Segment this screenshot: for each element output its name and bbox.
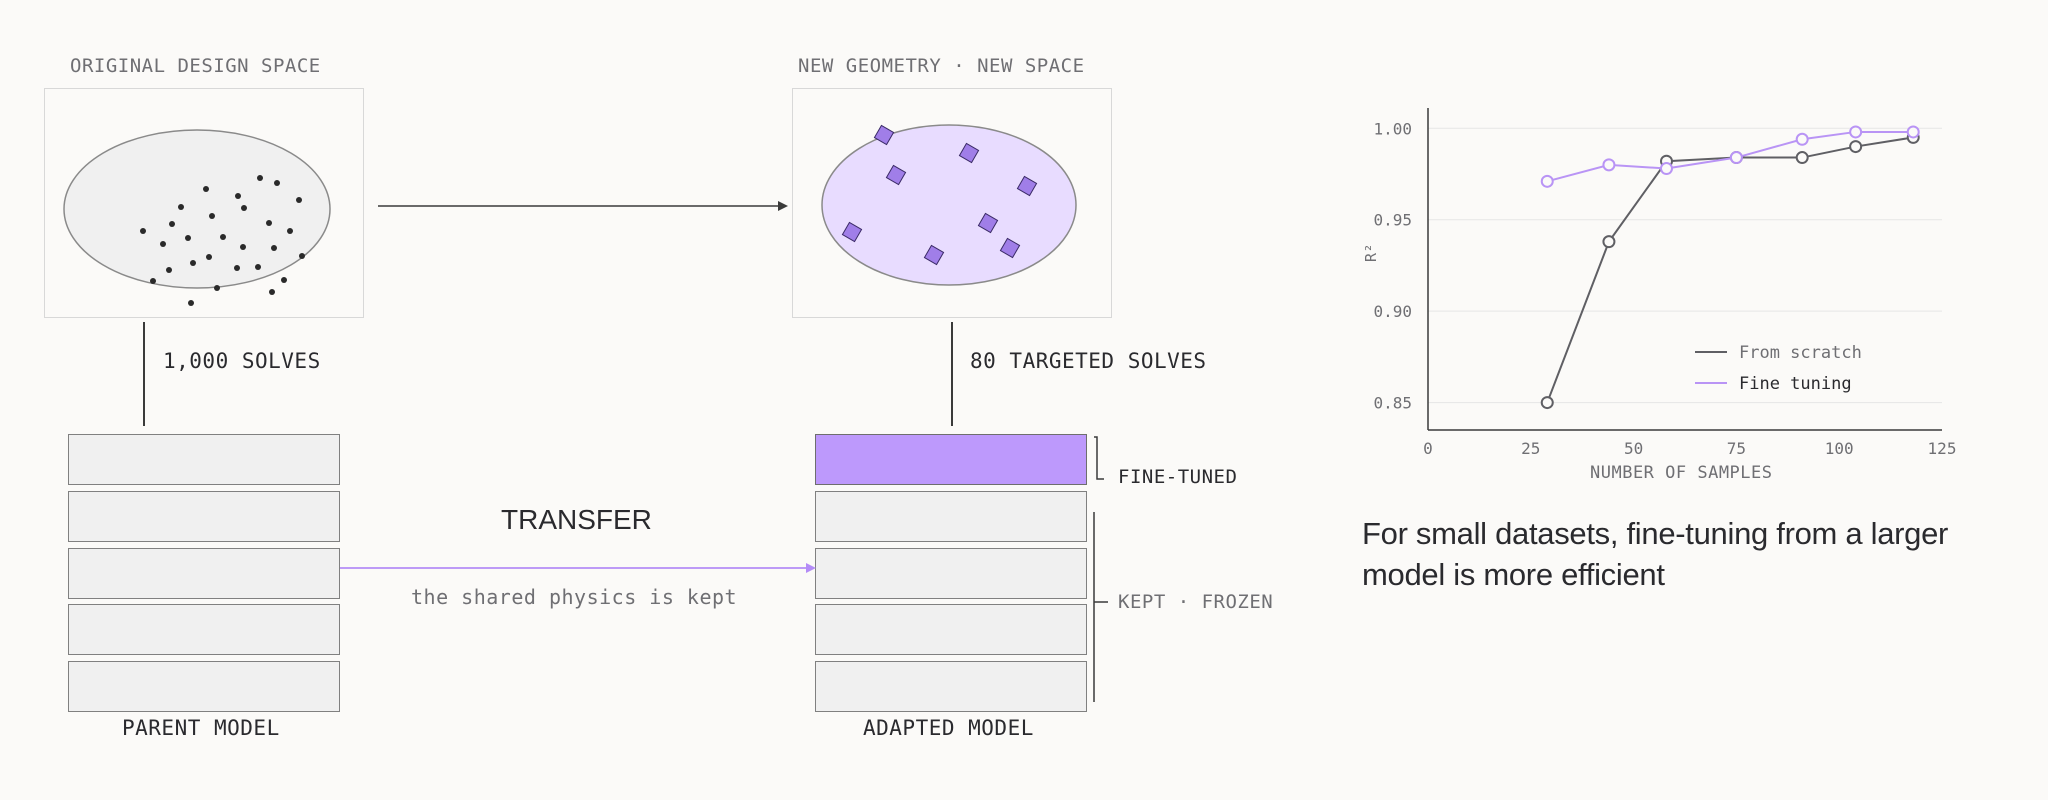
parent-connector	[143, 322, 145, 426]
data-point	[1540, 174, 1554, 188]
sample-dot	[209, 213, 215, 219]
data-point	[1729, 151, 1743, 165]
sample-dot	[234, 265, 240, 271]
original-space-ellipse	[63, 129, 331, 306]
sample-dot	[274, 180, 280, 186]
new-space-panel	[792, 88, 1112, 318]
targeted-sample-diamond	[923, 244, 945, 266]
x-tick-label: 125	[1928, 439, 1957, 458]
targeted-sample-diamond	[958, 142, 980, 164]
sample-dot	[266, 220, 272, 226]
adapted-layer-2	[815, 491, 1087, 542]
sample-dot	[281, 277, 287, 283]
x-tick-label: 50	[1624, 439, 1643, 458]
legend-label: Fine tuning	[1739, 374, 1852, 394]
adapted-connector	[951, 322, 953, 426]
targeted-sample-diamond	[1016, 175, 1038, 197]
data-point	[1906, 125, 1920, 139]
frozen-label: KEPT · FROZEN	[1118, 591, 1274, 613]
y-axis-label: R²	[1362, 242, 1380, 262]
parent-layer-5	[68, 661, 340, 712]
sample-dot	[287, 228, 293, 234]
data-point	[1795, 151, 1809, 165]
y-tick-label: 0.90	[1373, 302, 1412, 321]
targeted-sample-diamond	[885, 164, 907, 186]
parent-layer-2	[68, 491, 340, 542]
sample-dot	[206, 254, 212, 260]
data-point	[1602, 158, 1616, 172]
sample-dot	[203, 186, 209, 192]
transfer-caption: the shared physics is kept	[411, 585, 738, 609]
adapted-model-label: ADAPTED MODEL	[863, 716, 1034, 740]
original-space-panel	[44, 88, 364, 318]
data-point	[1849, 125, 1863, 139]
sample-dot	[150, 278, 156, 284]
parent-layer-3	[68, 548, 340, 599]
sample-dot	[271, 245, 277, 251]
sample-dot	[190, 260, 196, 266]
fine-tuned-label: FINE-TUNED	[1118, 466, 1238, 488]
targeted-sample-diamond	[999, 237, 1021, 259]
transfer-title: TRANSFER	[501, 504, 652, 535]
sample-dot	[257, 175, 263, 181]
y-tick-label: 1.00	[1373, 119, 1412, 138]
data-point	[1602, 235, 1616, 249]
targeted-solves-label: 80 TARGETED SOLVES	[970, 349, 1207, 373]
parent-solves-label: 1,000 SOLVES	[163, 349, 321, 373]
new-space-label: NEW GEOMETRY · NEW SPACE	[798, 55, 1085, 77]
x-tick-label: 75	[1727, 439, 1746, 458]
targeted-sample-diamond	[977, 212, 999, 234]
targeted-sample-diamond	[873, 124, 895, 146]
sample-dot	[178, 204, 184, 210]
adapted-layer-fine-tuned	[815, 434, 1087, 485]
sample-dot	[185, 235, 191, 241]
sample-dot	[188, 300, 194, 306]
original-space-label: ORIGINAL DESIGN SPACE	[70, 55, 321, 77]
sample-dot	[269, 289, 275, 295]
data-point	[1540, 396, 1554, 410]
sample-dot	[296, 197, 302, 203]
sample-dot	[241, 205, 247, 211]
sample-dot	[214, 285, 220, 291]
adapted-layer-5	[815, 661, 1087, 712]
parent-layer-4	[68, 604, 340, 655]
sample-dot	[166, 267, 172, 273]
sample-dot	[160, 241, 166, 247]
sample-dot	[240, 244, 246, 250]
targeted-sample-diamond	[841, 221, 863, 243]
data-point	[1659, 162, 1673, 176]
chart-caption: For small datasets, fine-tuning from a l…	[1362, 516, 1949, 592]
x-axis-label: NUMBER OF SAMPLES	[1590, 463, 1773, 483]
adapted-layer-4	[815, 604, 1087, 655]
parent-model-label: PARENT MODEL	[122, 716, 280, 740]
sample-dot	[235, 193, 241, 199]
data-point	[1849, 140, 1863, 154]
x-tick-label: 0	[1423, 439, 1433, 458]
x-tick-label: 25	[1521, 439, 1540, 458]
sample-dot	[299, 253, 305, 259]
sample-dot	[140, 228, 146, 234]
data-point	[1795, 132, 1809, 146]
sample-dot	[255, 264, 261, 270]
parent-layer-1	[68, 434, 340, 485]
y-tick-label: 0.85	[1373, 394, 1412, 413]
adapted-layer-3	[815, 548, 1087, 599]
x-tick-label: 100	[1825, 439, 1854, 458]
sample-dot	[220, 234, 226, 240]
sample-dot	[169, 221, 175, 227]
legend-label: From scratch	[1739, 343, 1862, 363]
y-tick-label: 0.95	[1373, 211, 1412, 230]
new-space-ellipse	[821, 124, 1077, 286]
